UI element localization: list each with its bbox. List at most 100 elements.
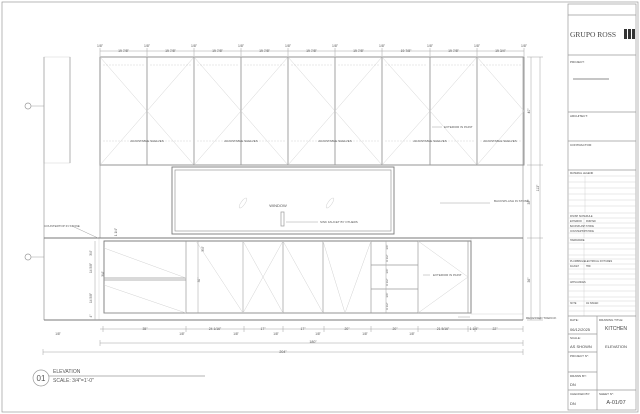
right-dimension: 40" — [527, 108, 531, 114]
finish-row-1-name: EXTERIOR — [570, 221, 582, 223]
drawing-title-label: DRAWING TITLE: — [599, 318, 623, 322]
project-label: PROJECT: — [570, 60, 585, 64]
top-dimension-gap: 1/8" — [332, 44, 339, 48]
base-cabinets — [103, 240, 472, 314]
finish-row-2-name: BACKSPLASH — [570, 225, 586, 228]
finish-row-1-value: PAINTED — [586, 220, 596, 223]
top-dimension-gap: 1/8" — [144, 44, 151, 48]
left-wall-upper-hatch — [43, 56, 71, 164]
overall-width-dimension: 204" — [279, 350, 287, 354]
door-swing-indicator — [429, 56, 478, 166]
right-dimension: 30" — [527, 199, 531, 205]
bottom-dimension-gap: 1/8" — [409, 332, 415, 336]
vertical-dimension: 30" — [197, 278, 201, 283]
upper-cabinet-door — [476, 56, 525, 166]
top-dimension: 19 7/8" — [259, 49, 270, 53]
callout-scale: SCALE: 3/4"=1'-0" — [53, 378, 94, 384]
checked-by-label: CHECKED BY: — [570, 392, 590, 396]
vertical-dimension: 14 5/8" — [89, 293, 93, 303]
section-marker-lower — [24, 253, 44, 261]
top-dimension-gap: 1/8" — [97, 44, 104, 48]
toekick-note: RECESSED TOEKICK — [526, 316, 556, 320]
adjustable-shelves-label: ADJUSTABLE SHELVES — [413, 139, 447, 143]
door-swing-indicator — [287, 56, 336, 166]
title-block: GRUPO ROSS PROJECT: ARCHITECT: CONTRACTO… — [568, 14, 636, 410]
backsplash-note: BACKSPLASH IN STONE — [494, 199, 529, 203]
drawn-by-label: DRAWN BY: — [570, 374, 587, 378]
upper-cabinet-door — [146, 56, 195, 166]
door-swing-indicator — [146, 56, 195, 166]
top-dimension: 19 7/8" — [212, 49, 223, 53]
date-label: DATE: — [570, 318, 579, 322]
section-marker-upper — [24, 102, 44, 110]
countertop-note: COUNTERTOP IN STONE — [44, 224, 80, 228]
overall-inner-dimension: 180" — [309, 340, 317, 344]
title-block-frame — [567, 3, 637, 411]
checked-by-value: DN — [570, 401, 576, 406]
door-swing-indicator — [240, 56, 289, 166]
drawer-dimension: 9 1/2" — [385, 302, 389, 310]
exterior-upper-note: EXTERIOR IN PAINT — [444, 125, 473, 129]
drawer-dimension: 3/4" — [385, 268, 389, 273]
bottom-dimension-gap: 1/8" — [273, 332, 279, 336]
window-hinge-symbol — [325, 197, 335, 209]
drawer-dimension: 3/4" — [385, 244, 389, 249]
vertical-dimension: 4" — [89, 315, 93, 318]
adjustable-shelves-label: ADJUSTABLE SHELVES — [318, 139, 352, 143]
material-legend-label: MATERIAL LEGEND — [570, 172, 593, 175]
scale-label: SCALE: — [570, 336, 581, 340]
adjustable-shelves-label: ADJUSTABLE SHELVES — [224, 139, 258, 143]
adjustable-shelves-label: ADJUSTABLE SHELVES — [130, 139, 164, 143]
hardware-label: HARDWARE — [570, 239, 585, 242]
kitchen-elevation: ADJUSTABLE SHELVES ADJUSTABLE SHELVES ADJU… — [24, 44, 556, 355]
top-dimension-gap: 1/8" — [379, 44, 386, 48]
top-dimension-gap: 1/8" — [427, 44, 434, 48]
callout-number: 01 — [37, 374, 46, 383]
plumbing-label: PLUMBING/ELECTRICAL FIXTURES — [570, 260, 612, 263]
top-dimension-gap: 1/8" — [191, 44, 198, 48]
faucet-symbol — [280, 211, 285, 227]
door-swing-indicator — [381, 56, 431, 166]
drawing-title-2: ELEVATION — [605, 344, 627, 349]
window-hinge-symbol — [238, 197, 248, 209]
door-swing-indicator — [99, 56, 148, 166]
appliances-label: APPLIANCES — [570, 281, 586, 284]
drawn-by-value: DN — [570, 382, 576, 387]
bottom-dimension: 22" — [493, 327, 499, 331]
architect-label: ARCHITECT: — [570, 114, 588, 118]
bottom-dimension: 17" — [261, 327, 267, 331]
finish-row-3-value: STONE — [586, 231, 594, 233]
date-value: 06/12/2025 — [570, 327, 591, 332]
top-dimension: 19 7/8" — [401, 49, 412, 53]
drawer-dimension: 3/4" — [385, 292, 389, 297]
project-number-label: PROJECT N°: — [570, 354, 589, 358]
scale-value: AS SHOWN — [570, 344, 592, 349]
window-label: WINDOW — [269, 203, 287, 208]
bottom-dimension: 21 5/16" — [437, 327, 450, 331]
upper-cabinet-door — [193, 56, 242, 166]
door-swing-indicator — [476, 56, 525, 166]
door-swing-indicator — [195, 240, 284, 314]
top-dimension-gap: 1/8" — [474, 44, 481, 48]
note-value: AS ISSUED — [586, 302, 599, 305]
finish-row-3-name: COUNTERTOP — [570, 231, 586, 233]
right-wall-hatch — [470, 237, 524, 315]
callout-title: ELEVATION — [53, 369, 81, 375]
top-dimension: 19 7/8" — [165, 49, 176, 53]
finish-row-2-value: STONE — [586, 226, 594, 228]
top-dimension-gap: 1/8" — [238, 44, 245, 48]
contractor-label: CONTRACTOR: — [570, 143, 592, 147]
drawing-title-1: KITCHEN — [605, 326, 627, 332]
drawer-dimension: 9 1/2" — [385, 278, 389, 286]
overall-height-dimension: 113" — [536, 184, 540, 191]
top-dimension: 19 3/4" — [495, 49, 506, 53]
bottom-dimension-gap: 1/8" — [179, 332, 185, 336]
top-dimension: 19 7/8" — [306, 49, 317, 53]
faucet-value: TBD — [586, 266, 591, 268]
upper-cabinet-door — [99, 56, 148, 166]
bottom-dimension-gap: 1/8" — [315, 332, 321, 336]
top-dimension: 19 7/8" — [448, 49, 459, 53]
vertical-dimension: 14 5/8" — [89, 263, 93, 273]
door-swing-indicator — [282, 240, 372, 314]
note-label: NOTE — [570, 303, 577, 305]
